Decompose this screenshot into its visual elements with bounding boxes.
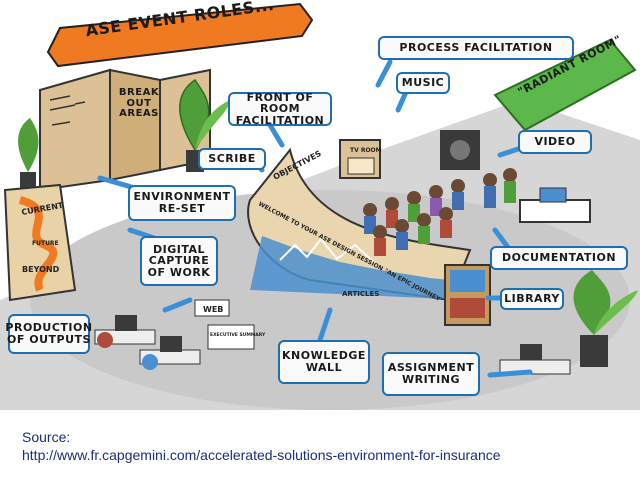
digital-capture-box: DIGITAL CAPTURE OF WORK: [140, 236, 218, 286]
panel-scribbles: [49, 95, 86, 126]
scene-drawing: CURRENT FUTURE BEYOND OBJECTIVES WELCOME…: [0, 2, 640, 410]
production-desks: [94, 315, 201, 370]
source-heading: Source:: [22, 429, 71, 445]
assignment-writing-box: ASSIGNMENT WRITING: [382, 352, 480, 396]
environment-reset-label: ENVIRONMENT RE-SET: [133, 190, 231, 215]
drawn-tv-room: TV ROOM: [350, 147, 382, 154]
roadmap-board: [3, 183, 77, 302]
documentation-desk: [519, 187, 591, 223]
plant-left: [18, 118, 39, 188]
music-box: MUSIC: [396, 72, 450, 94]
audience: [363, 168, 517, 256]
plant-right: [573, 270, 638, 367]
drawn-articles: ARTICLES: [342, 290, 379, 298]
production-outputs-label: PRODUCTION OF OUTPUTS: [5, 321, 93, 346]
drawn-executive-summary: EXECUTIVE SUMMARY: [210, 332, 266, 338]
assignment-writing-label: ASSIGNMENT WRITING: [387, 361, 475, 386]
scribe-box: SCRIBE: [198, 148, 266, 170]
knowledge-wall-drawing: [247, 147, 472, 302]
video-label: VIDEO: [534, 135, 576, 149]
banner-shape: [46, 2, 314, 68]
illustration: CURRENT FUTURE BEYOND OBJECTIVES WELCOME…: [0, 0, 640, 410]
library-label: LIBRARY: [504, 292, 560, 306]
production-outputs-box: PRODUCTION OF OUTPUTS: [5, 314, 93, 354]
drawn-future: FUTURE: [32, 240, 59, 247]
documentation-box: DOCUMENTATION: [490, 246, 628, 270]
knowledge-wall-label: KNOWLEDGE WALL: [282, 349, 366, 374]
documentation-label: DOCUMENTATION: [501, 251, 617, 265]
source-citation: Source: http://www.fr.capgemini.com/acce…: [22, 428, 622, 464]
panel-left: [39, 68, 111, 192]
plant-top: [179, 78, 230, 172]
process-facilitation-label: PROCESS FACILITATION: [399, 41, 553, 55]
drawn-web: WEB: [203, 305, 223, 314]
music-label: MUSIC: [401, 76, 445, 90]
environment-reset-box: ENVIRONMENT RE-SET: [128, 185, 236, 221]
video-camera-drawing: [440, 130, 480, 170]
front-of-room-label: FRONT OF ROOM FACILITATION: [235, 90, 325, 127]
library-box: LIBRARY: [500, 288, 564, 310]
knowledge-wall-box: KNOWLEDGE WALL: [278, 340, 370, 384]
drawn-beyond: BEYOND: [22, 265, 60, 274]
front-of-room-box: FRONT OF ROOM FACILITATION: [228, 90, 332, 127]
video-box: VIDEO: [518, 130, 592, 154]
source-url: http://www.fr.capgemini.com/accelerated-…: [22, 447, 501, 463]
scribe-label: SCRIBE: [208, 152, 256, 166]
process-facilitation-box: PROCESS FACILITATION: [378, 36, 574, 60]
digital-capture-label: DIGITAL CAPTURE OF WORK: [147, 242, 211, 279]
break-out-areas-label: BREAK OUT AREAS: [118, 87, 160, 119]
library-shelf: [444, 264, 491, 326]
